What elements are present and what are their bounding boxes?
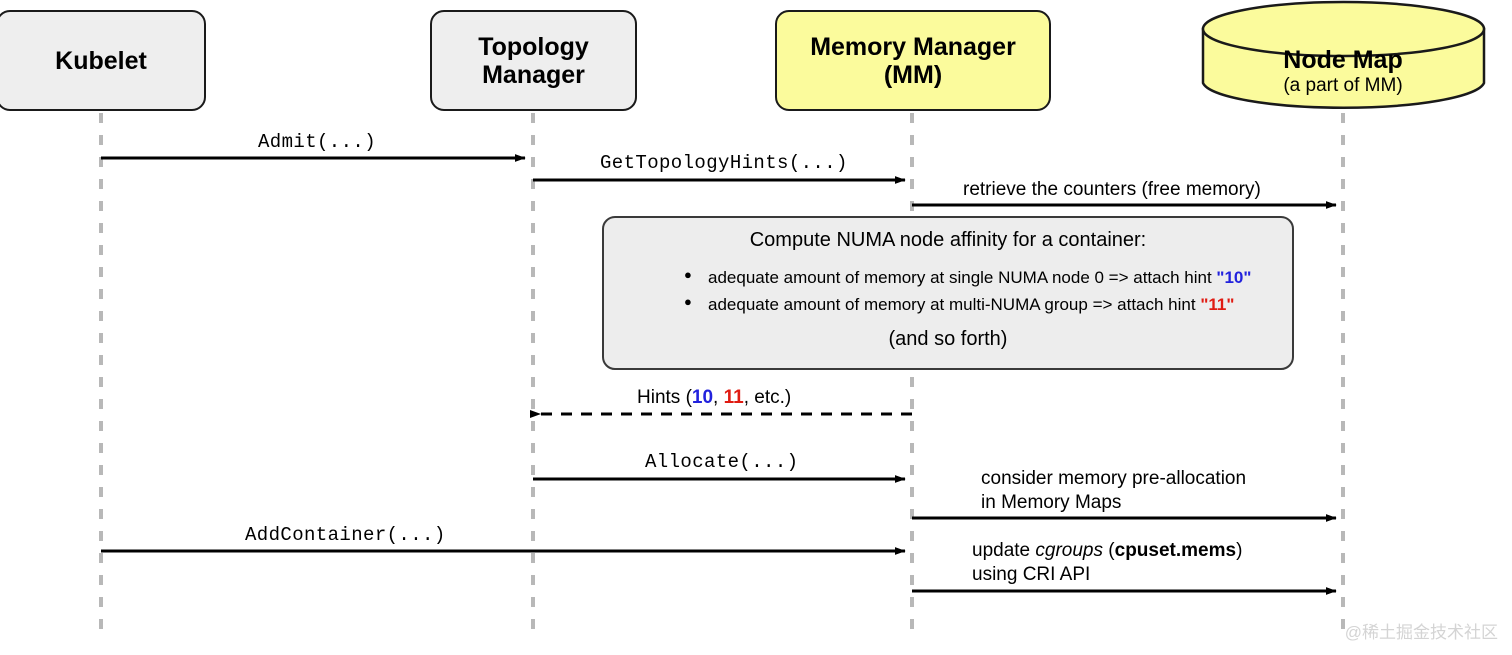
participant-kubelet[interactable]: Kubelet [0, 10, 206, 111]
update-postfix: ) [1236, 540, 1243, 561]
update-cgroups-line-1: update cgroups (cpuset.mems) [972, 539, 1242, 563]
message-label-get-topology-hints: GetTopologyHints(...) [600, 152, 848, 174]
participant-memory-manager[interactable]: Memory Manager (MM) [775, 10, 1051, 111]
participant-kubelet-title: Kubelet [55, 46, 147, 75]
hints-value-10: 10 [691, 387, 714, 408]
update-cgroups-italic: cgroups [1035, 540, 1104, 561]
message-arrows [101, 154, 1337, 595]
participant-topology-title: Topology [478, 32, 589, 61]
message-label-allocate: Allocate(...) [645, 451, 799, 473]
pre-allocation-line-2: in Memory Maps [981, 491, 1122, 513]
note-bullet-1-text: adequate amount of memory at multi-NUMA … [708, 295, 1201, 314]
hints-suffix: , etc.) [743, 387, 792, 408]
participant-memmgr-title: Memory Manager [810, 32, 1016, 61]
message-label-add-container: AddContainer(...) [245, 524, 446, 546]
note-compute-numa-affinity: Compute NUMA node affinity for a contain… [602, 216, 1294, 370]
hints-value-11: 11 [723, 387, 744, 408]
participant-nodemap-title: Node Map [1283, 46, 1403, 74]
note-footer: (and so forth) [888, 328, 1008, 350]
watermark: @稀土掘金技术社区 [1344, 623, 1498, 642]
nodemap-cylinder-shape [1201, 0, 1486, 109]
pre-allocation-line-1: consider memory pre-allocation [981, 468, 1247, 489]
note-bullet-1-hint: "11" [1200, 295, 1235, 314]
participant-node-map[interactable]: Node Map (a part of MM) [1202, 2, 1484, 112]
participant-memmgr-subtitle: (MM) [883, 60, 943, 89]
update-prefix: update [972, 540, 1036, 561]
note-bullet-0-hint: "10" [1216, 268, 1252, 287]
message-label-hints-return: Hints (10, 11, etc.) [637, 387, 791, 409]
update-cgroups-line-2: using CRI API [972, 563, 1091, 585]
participant-topology-subtitle: Manager [482, 60, 585, 89]
note-bullet-item: adequate amount of memory at single NUMA… [684, 267, 1274, 288]
participant-nodemap-subtitle: (a part of MM) [1283, 74, 1403, 96]
message-label-admit: Admit(...) [258, 131, 377, 153]
note-bullet-item: adequate amount of memory at multi-NUMA … [684, 294, 1274, 315]
note-bullet-list: adequate amount of memory at single NUMA… [622, 267, 1274, 315]
note-title: Compute NUMA node affinity for a contain… [749, 229, 1147, 251]
update-middle: ( [1103, 540, 1115, 561]
note-bullet-0-text: adequate amount of memory at single NUMA… [708, 268, 1217, 287]
participant-topology-manager[interactable]: Topology Manager [430, 10, 637, 111]
message-label-pre-allocation: consider memory pre-allocation in Memory… [981, 467, 1246, 515]
update-cpuset-mems-bold: cpuset.mems [1114, 540, 1237, 561]
hints-prefix: Hints ( [637, 387, 692, 408]
message-label-update-cgroups: update cgroups (cpuset.mems) using CRI A… [972, 539, 1242, 587]
message-label-retrieve-counters: retrieve the counters (free memory) [963, 179, 1261, 200]
hints-separator: , [713, 387, 724, 408]
